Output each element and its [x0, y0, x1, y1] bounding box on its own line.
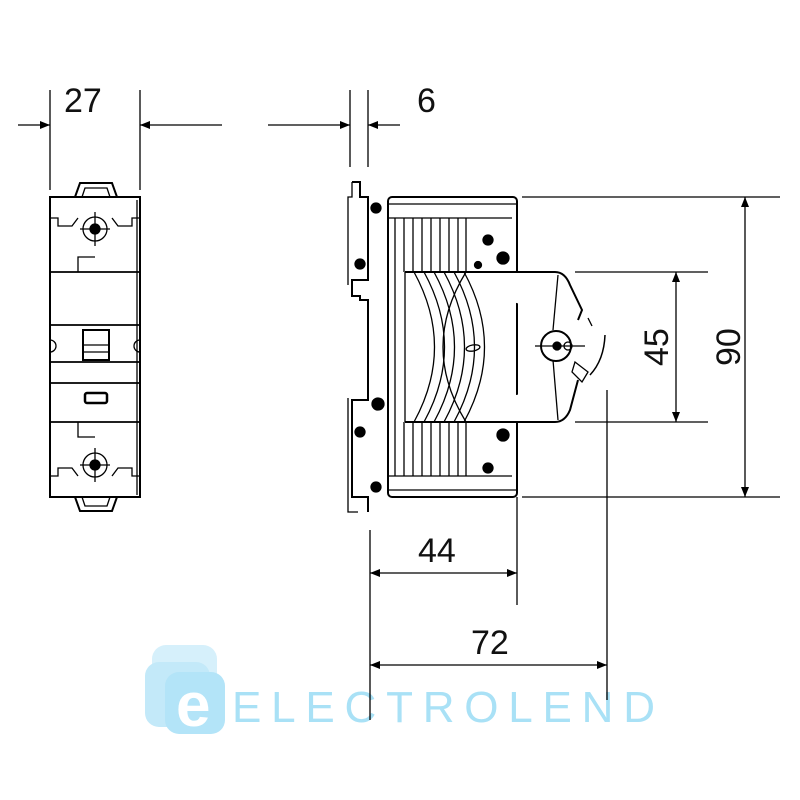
dim-width-front: 27: [64, 82, 102, 120]
dim-depth-total: 72: [471, 624, 509, 662]
watermark-logo: e ELECTROLEND: [145, 645, 657, 740]
dim-height-front: 45: [638, 328, 676, 366]
screw-icon: [80, 212, 110, 246]
dim-depth-body: 44: [418, 532, 456, 570]
front-view: [49, 182, 141, 512]
side-view: [347, 181, 606, 513]
dim-height-total: 90: [710, 328, 748, 366]
screw-icon: [80, 448, 110, 482]
dim-rail-offset: 6: [417, 82, 436, 120]
logo-initial: e: [176, 671, 210, 740]
logo-brand-text: ELECTROLEND: [232, 683, 657, 732]
dimension-lines: [18, 90, 780, 720]
